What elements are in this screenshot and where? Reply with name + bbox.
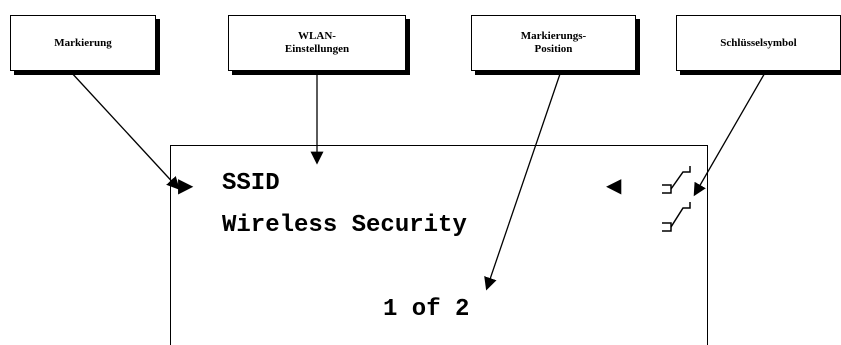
selection-marker-icon: ▶ <box>178 173 194 197</box>
key-icon-row-2 <box>662 202 691 232</box>
selection-end-marker-icon: ◀ <box>606 173 622 197</box>
annotation-layer <box>69 70 767 291</box>
lcd-display <box>170 145 708 345</box>
menu-item-ssid[interactable]: SSID <box>222 170 280 197</box>
position-indicator: 1 of 2 <box>383 296 470 323</box>
callout-markierung: Markierung <box>10 15 156 71</box>
callout-wlan-einstellungen: WLAN- Einstellungen <box>228 15 406 71</box>
key-icon-row-1 <box>662 166 691 194</box>
callout-markierungs-position: Markierungs- Position <box>471 15 636 71</box>
arrow-markierung <box>69 70 180 190</box>
callout-schluesselsymbol: Schlüsselsymbol <box>676 15 841 71</box>
menu-item-wireless-security[interactable]: Wireless Security <box>222 212 467 239</box>
arrow-schluessel <box>693 70 767 197</box>
arrow-position <box>484 70 562 291</box>
